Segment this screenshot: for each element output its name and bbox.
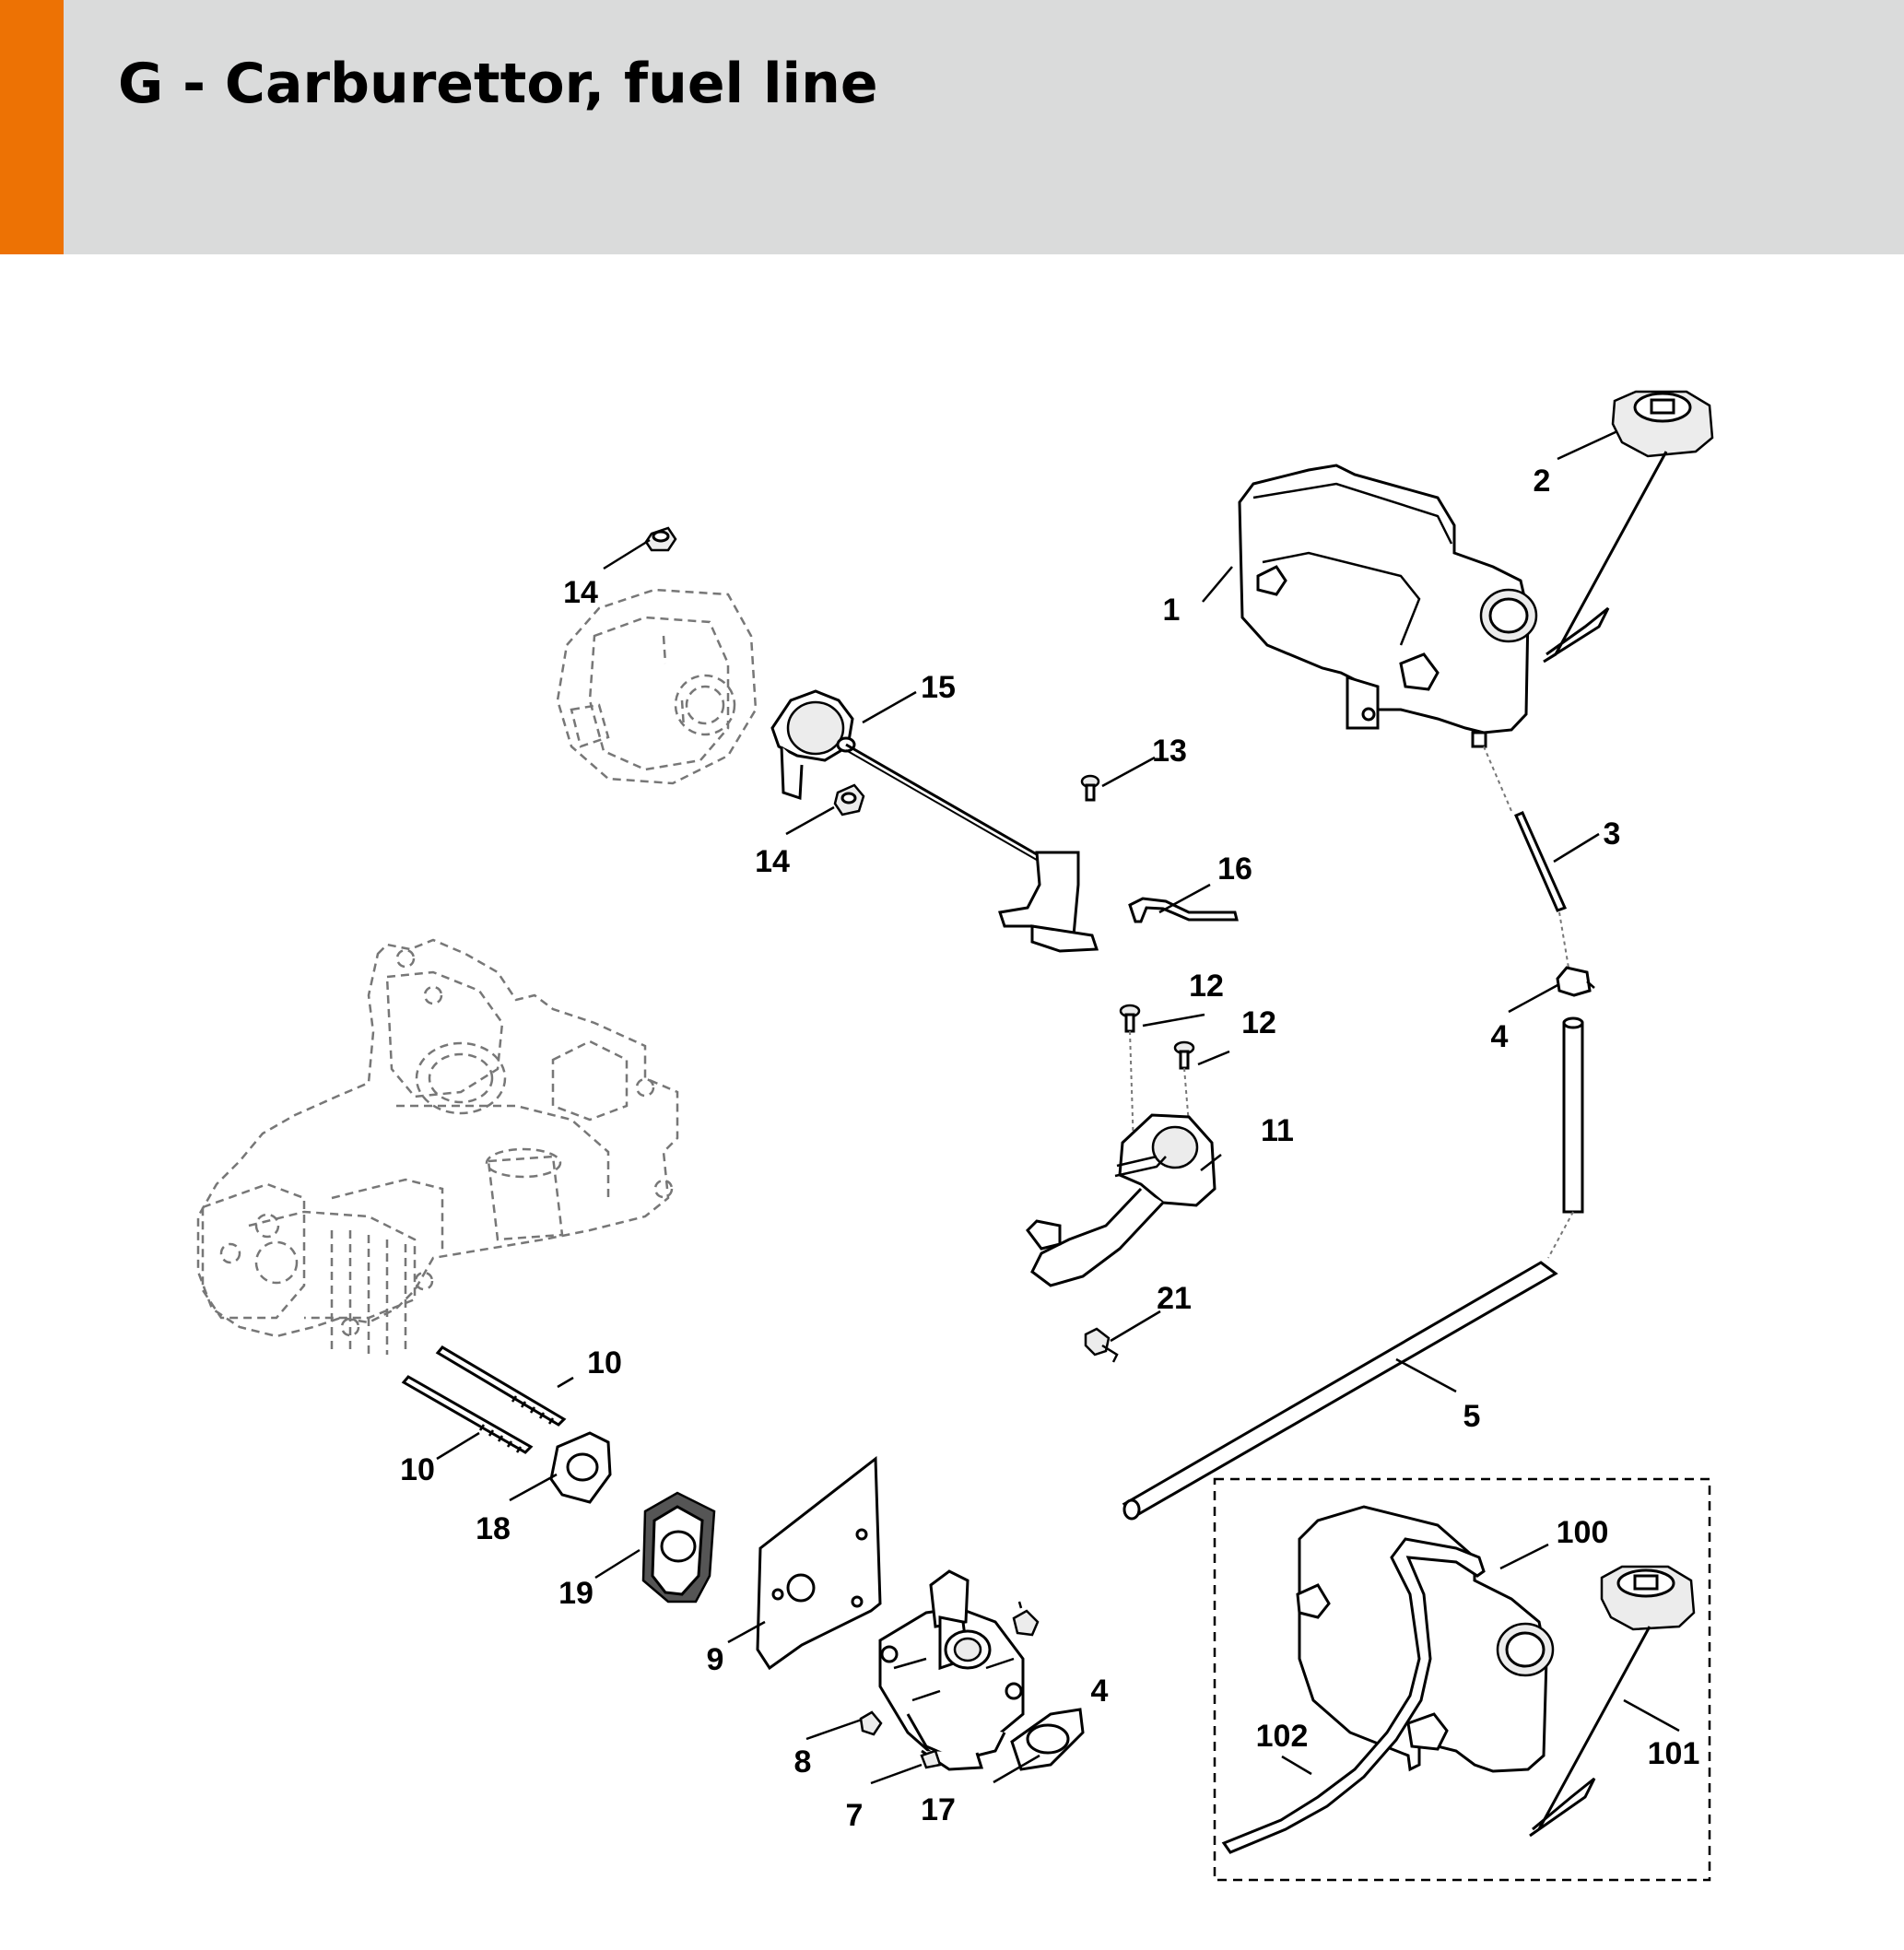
callout-9: 9 — [707, 1642, 724, 1677]
part-17-gasket — [1010, 1708, 1085, 1771]
callout-3: 3 — [1604, 816, 1621, 852]
part-3-hose-connector — [1483, 746, 1569, 969]
callout-10-upper: 10 — [587, 1345, 622, 1380]
callout-102: 102 — [1256, 1719, 1309, 1754]
part-4-clamp-hose — [1556, 966, 1595, 997]
part-2-fuel-cap — [1543, 390, 1714, 664]
callout-4-carb: 4 — [1091, 1674, 1109, 1709]
part-19-spacer — [641, 1491, 716, 1603]
callout-10-lower: 10 — [400, 1452, 435, 1487]
muffler-housing-outline — [556, 588, 758, 785]
part-10-stud-lower — [401, 1375, 534, 1454]
leader-lines — [436, 429, 1680, 1785]
part-7-carburettor — [878, 1569, 1025, 1771]
fuel-hose-vertical — [1547, 1016, 1584, 1259]
callout-11: 11 — [1261, 1113, 1294, 1148]
part-10-stud-upper — [435, 1345, 567, 1427]
callout-17: 17 — [921, 1792, 956, 1827]
callout-14-lower: 14 — [755, 844, 790, 879]
callout-8: 8 — [794, 1744, 812, 1780]
callout-7: 7 — [846, 1798, 864, 1833]
callout-15: 15 — [921, 670, 956, 705]
callout-4-hose: 4 — [1491, 1019, 1509, 1054]
callout-2: 2 — [1534, 464, 1551, 499]
callout-18: 18 — [476, 1511, 511, 1546]
callout-labels: 1 2 3 4 5 7 8 9 10 10 11 12 12 13 14 14 … — [400, 464, 1699, 1833]
callout-12-a: 12 — [1189, 969, 1224, 1004]
callout-1: 1 — [1163, 593, 1181, 628]
engine-block-outline — [196, 938, 679, 1355]
callout-13: 13 — [1152, 734, 1187, 769]
callout-19: 19 — [558, 1576, 594, 1611]
callout-16: 16 — [1217, 852, 1252, 887]
part-21-clamp — [1084, 1327, 1119, 1363]
callout-21: 21 — [1157, 1281, 1192, 1316]
part-13-screw — [1080, 774, 1100, 802]
part-4-clamp-carb — [1012, 1601, 1040, 1637]
part-9-heat-shield — [756, 1456, 882, 1671]
part-16-wire-clip — [1128, 897, 1239, 923]
part-14-nut-lower — [833, 783, 865, 816]
part-18-gasket — [549, 1431, 612, 1504]
page-title: G - Carburettor, fuel line — [118, 52, 878, 116]
part-14-nut-top — [644, 526, 677, 552]
accent-bar — [0, 0, 64, 254]
page-header: G - Carburettor, fuel line — [0, 0, 1904, 254]
part-8-clip — [859, 1710, 883, 1736]
part-1-fuel-tank — [1238, 464, 1538, 748]
part-5-fuel-hose — [1122, 1261, 1558, 1521]
part-11-fuel-valve — [1026, 1113, 1216, 1287]
part-15-throttle-linkage — [770, 689, 1099, 953]
alternative-kit-box — [1213, 1477, 1711, 1882]
callout-100: 100 — [1557, 1515, 1609, 1550]
callout-14-top: 14 — [563, 575, 598, 610]
part-12-screw-a — [1119, 1004, 1141, 1148]
callout-101: 101 — [1648, 1736, 1700, 1771]
callout-12-b: 12 — [1241, 1005, 1276, 1040]
callout-5: 5 — [1463, 1399, 1481, 1434]
part-12-screw-b — [1173, 1040, 1195, 1125]
